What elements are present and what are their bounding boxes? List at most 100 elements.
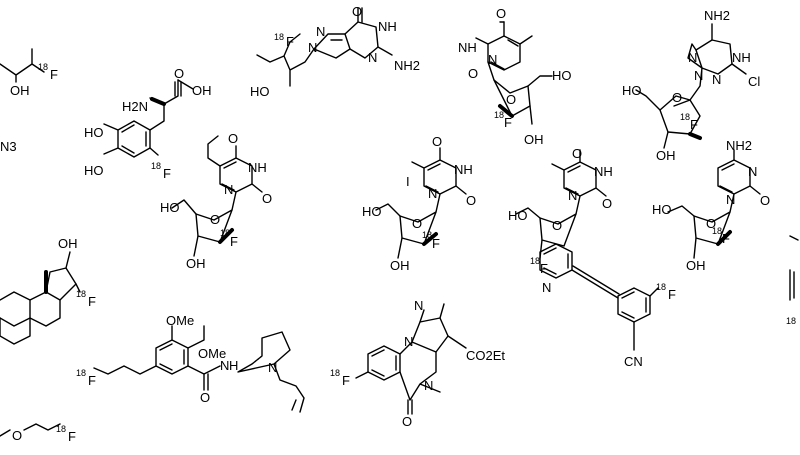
- label-acid-oh: OH: [192, 83, 212, 98]
- structure-fluoro-dopa: H2N O OH HO HO 18 F: [84, 66, 212, 181]
- label-carbonyl-o1: O: [496, 6, 506, 21]
- structure-fluoro-benzamide: OMe OMe 18 F N H O N: [76, 313, 305, 413]
- label-azide: N3: [0, 139, 17, 154]
- structure-fluoro-cytidine-nucleoside: NH2 N N O HO OH O 18 F: [652, 138, 770, 273]
- label-fluorine: F: [286, 34, 294, 49]
- label-ester: CO2Et: [466, 348, 505, 363]
- label-fluorine: F: [230, 234, 238, 249]
- label-fluorine: F: [88, 294, 96, 309]
- label-amino: NH2: [726, 138, 752, 153]
- label-fluorine: F: [50, 67, 58, 82]
- label-fluorine: F: [163, 166, 171, 181]
- label-ring-n: N: [308, 40, 317, 55]
- label-ring-n: N: [488, 52, 497, 67]
- label-nh: NH: [248, 160, 267, 175]
- label-fluorine: F: [504, 115, 512, 130]
- label-carbonyl-o2: O: [468, 66, 478, 81]
- label-methoxy-1: OMe: [166, 313, 194, 328]
- structure-azide-fragment: N3: [0, 139, 17, 154]
- label-nh: NH: [732, 50, 751, 65]
- label-fluorine: F: [722, 231, 730, 246]
- structure-fluoro-alcohol: OH 18 F: [0, 48, 58, 98]
- label-isotope-18: 18: [786, 316, 796, 326]
- label-ring-n: N: [428, 186, 437, 201]
- label-carbonyl-o: O: [174, 66, 184, 81]
- label-pyrimidine-n: N: [368, 50, 377, 65]
- label-oh: OH: [390, 258, 410, 273]
- label-carbonyl-o: O: [402, 414, 412, 429]
- label-ring-o: O: [706, 216, 716, 231]
- label-methoxy-2: OMe: [198, 346, 226, 361]
- label-fluorine: F: [432, 236, 440, 251]
- label-isotope-18: 18: [38, 62, 48, 72]
- label-isotope-18: 18: [656, 282, 666, 292]
- structure-fluoro-iodouracil-nucleoside: I O NH O N HO OH O 18 F: [362, 134, 476, 273]
- label-amide-n: N: [424, 378, 433, 393]
- label-pyridine-n: N: [542, 280, 551, 295]
- label-nh: NH: [378, 19, 397, 34]
- structure-fluoro-penciclovir: 18 F HO O NH NH2 N N N: [250, 4, 420, 99]
- label-ring-n3: N: [694, 68, 703, 83]
- label-amide-h: H: [229, 358, 238, 373]
- label-nh: NH: [594, 164, 613, 179]
- label-amino: NH2: [394, 58, 420, 73]
- structure-fluoro-pyridyl-ethynyl-benzonitrile: N 18 F CN: [539, 243, 676, 369]
- label-ring-n: N: [224, 182, 233, 197]
- label-amino: NH2: [704, 8, 730, 23]
- label-ring-n2: N: [726, 192, 735, 207]
- label-oh: OH: [656, 148, 676, 163]
- label-imidazole-n: N: [316, 24, 325, 39]
- label-ring-n1: N: [748, 164, 757, 179]
- label-fluorine: F: [668, 287, 676, 302]
- label-isotope-18: 18: [274, 32, 284, 42]
- label-isotope-18: 18: [494, 110, 504, 120]
- label-carbonyl-o2: O: [262, 191, 272, 206]
- label-nh: NH: [454, 162, 473, 177]
- label-isotope-18: 18: [530, 256, 540, 266]
- label-carbonyl-o: O: [760, 193, 770, 208]
- label-oh: OH: [524, 132, 544, 147]
- label-carbonyl-o1: O: [228, 131, 238, 146]
- structure-fluoro-steroid: OH 18 F: [0, 236, 96, 345]
- label-oh: OH: [10, 83, 30, 98]
- label-hydroxyl: HO: [552, 68, 572, 83]
- label-imidazole-n1: N: [414, 298, 423, 313]
- label-oh: OH: [686, 258, 706, 273]
- label-hydroxyl: HO: [362, 204, 382, 219]
- label-carbonyl-o1: O: [572, 146, 582, 161]
- label-fluorine: F: [88, 373, 96, 388]
- label-ring-o: O: [412, 216, 422, 231]
- label-iodine: I: [406, 174, 410, 189]
- label-chlorine: Cl: [748, 74, 760, 89]
- label-isotope-18: 18: [76, 368, 86, 378]
- label-pyrrolidine-n: N: [268, 360, 277, 375]
- label-ether-o: O: [12, 428, 22, 443]
- label-isotope-18: 18: [330, 368, 340, 378]
- structure-partial-right-edge: 18: [786, 235, 799, 326]
- label-isotope-18: 18: [220, 228, 230, 238]
- label-ring-n: N: [568, 188, 577, 203]
- label-oh: OH: [58, 236, 78, 251]
- label-phenol-1: HO: [84, 125, 104, 140]
- label-isotope-18: 18: [76, 289, 86, 299]
- label-carbonyl-o2: O: [466, 193, 476, 208]
- label-fluorine: F: [68, 429, 76, 444]
- label-ring-n1: N: [688, 50, 697, 65]
- label-fluorine: F: [342, 373, 350, 388]
- structure-fluoro-flumazenil: N N CO2Et 18 F O N: [330, 298, 505, 429]
- label-isotope-18: 18: [422, 230, 432, 240]
- label-carbonyl-o1: O: [432, 134, 442, 149]
- structure-fluoro-clofarabine: NH2 NH Cl N N N HO OH O 18 F: [622, 8, 760, 163]
- label-hydroxyl: HO: [160, 200, 180, 215]
- label-amide-n: N: [220, 358, 229, 373]
- label-isotope-18: 18: [151, 161, 161, 171]
- label-amino: H2N: [122, 99, 148, 114]
- label-carbonyl-o2: O: [602, 196, 612, 211]
- label-carbonyl-o: O: [200, 390, 210, 405]
- label-hydroxyl: HO: [250, 84, 270, 99]
- label-isotope-18: 18: [56, 424, 66, 434]
- label-ring-o: O: [506, 92, 516, 107]
- structure-fluoroethoxy-fragment: O 18 F: [0, 423, 76, 444]
